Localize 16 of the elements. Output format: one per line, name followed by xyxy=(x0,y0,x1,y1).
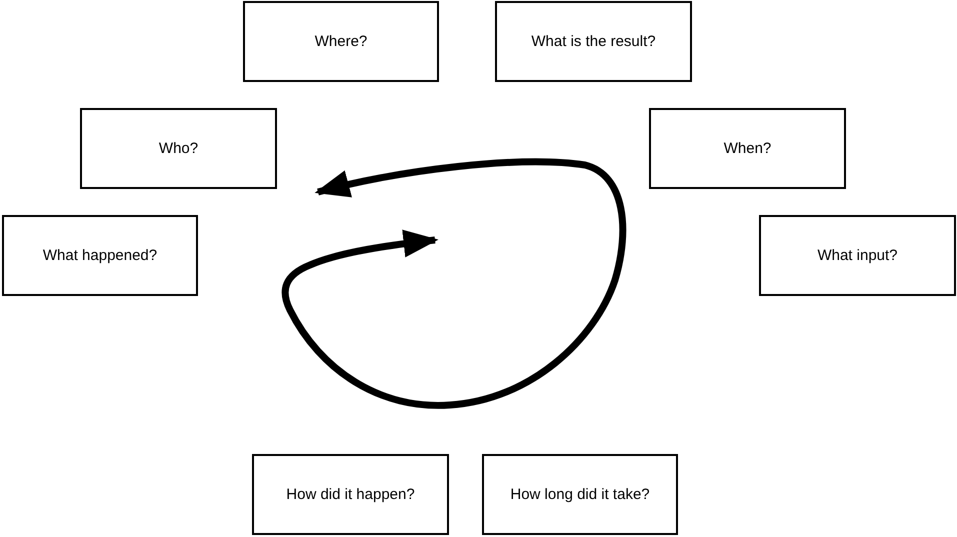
question-text: What is the result? xyxy=(531,33,656,50)
question-text: How did it happen? xyxy=(286,486,415,503)
question-text: What happened? xyxy=(42,247,158,264)
question-text: Who? xyxy=(158,140,198,157)
question-box xyxy=(252,454,449,535)
question-box xyxy=(649,108,846,189)
question-text: Where? xyxy=(314,33,368,50)
question-box xyxy=(482,454,678,535)
question-text: How long did it take? xyxy=(510,486,650,503)
question-box xyxy=(80,108,277,189)
question-box xyxy=(759,215,956,296)
question-text: What input? xyxy=(817,247,898,264)
question-box xyxy=(495,1,692,82)
question-text: When? xyxy=(724,140,772,157)
question-box xyxy=(243,1,439,82)
question-box xyxy=(2,215,198,296)
